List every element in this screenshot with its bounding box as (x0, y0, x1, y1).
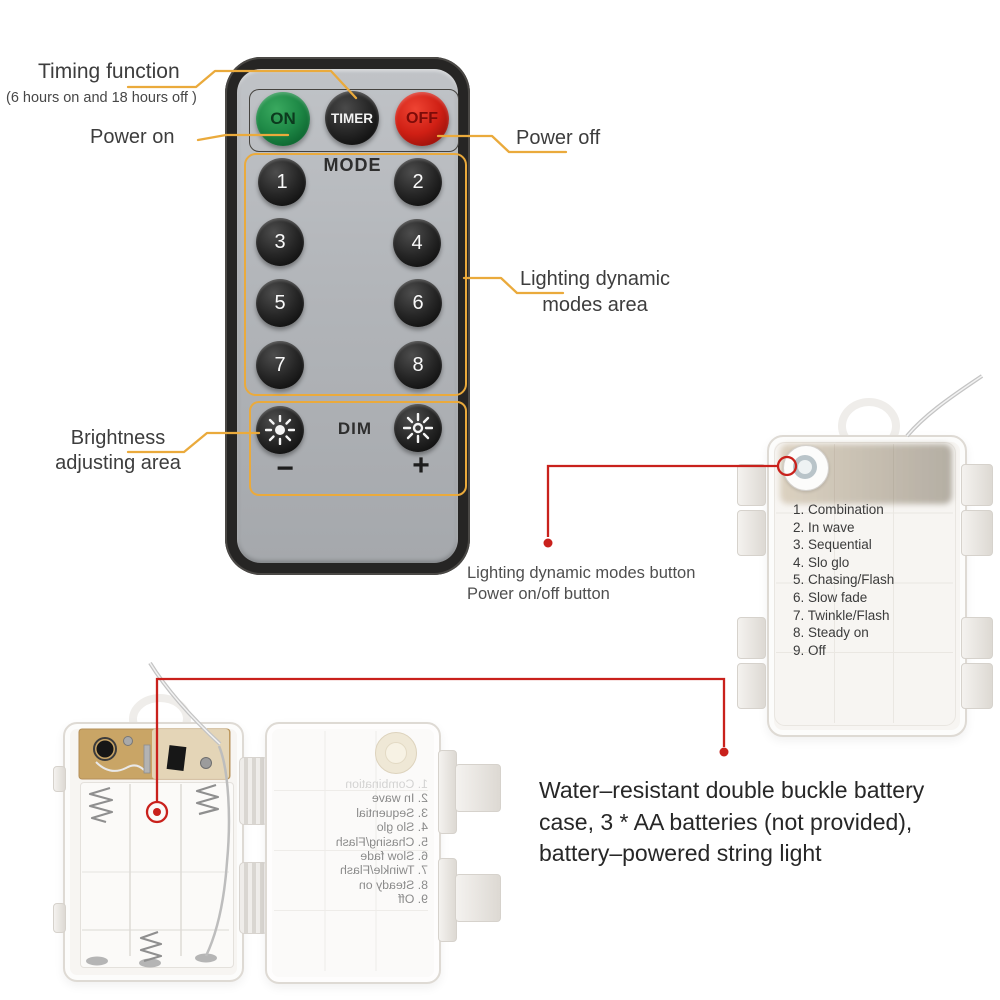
paragraph-dot-marker (719, 747, 729, 757)
mode-button-2-label: 2 (412, 170, 424, 193)
case-left-buckle-top2 (737, 510, 766, 556)
dim-down-button (256, 406, 304, 454)
timing-function-label: Timing function (38, 60, 180, 83)
mirror-mode-item-2: 2. In wave (371, 791, 428, 806)
mode-item-1: 1. Combination (793, 502, 884, 517)
lid-buckle-tab-bottom (455, 874, 501, 922)
mode-button-3: 3 (256, 218, 304, 266)
open-case-left-clip-bottom (53, 903, 66, 933)
brightness-line2: adjusting area (55, 452, 181, 474)
mode-item-5: 5. Chasing/Flash (793, 572, 895, 588)
mode-item-7: 7. Twinkle/Flash (793, 607, 890, 623)
mode-item-9: 9. Off (793, 642, 826, 658)
case-left-buckle-top (737, 464, 766, 506)
caption-line1: Lighting dynamic modes button (467, 564, 696, 582)
case-left-buckle-bottom2 (737, 663, 766, 709)
mode-item-2: 2. In wave (793, 519, 855, 535)
lighting-modes-list: 1. Combination 2. In wave 3. Sequential … (793, 501, 894, 659)
brightness-adjusting-area-label: Brightness adjusting area (43, 426, 193, 476)
mode-button-5: 5 (256, 279, 304, 327)
mirror-mode-item-7: 7. Twinkle/Flash (340, 863, 428, 878)
mode-item-6: 6. Slow fade (793, 589, 868, 605)
hinge-top (239, 757, 268, 825)
mode-button-7-label: 7 (274, 353, 286, 376)
case-right-buckle-bottom (961, 617, 993, 659)
case-right-buckle-top (961, 464, 993, 506)
dim-plus-sign: + (412, 449, 430, 482)
lid-mirrored-modes-list: 1. Combination 2. In wave 3. Sequential … (278, 777, 428, 907)
mode-item-4: 4. Slo glo (793, 554, 850, 570)
case-mode-button-center (798, 460, 812, 474)
mode-button-1-label: 1 (276, 170, 288, 193)
lid-mode-button-center (385, 742, 407, 764)
mirror-mode-item-4: 4. Slo glo (376, 820, 428, 835)
battery-compartment (80, 782, 234, 968)
brightness-line1: Brightness (70, 427, 166, 449)
remote-on-button: ON (256, 92, 310, 146)
mirror-mode-item-8: 8. Steady on (358, 877, 428, 892)
remote-off-button: OFF (395, 92, 449, 146)
timing-function-sublabel: (6 hours on and 18 hours off ) (6, 90, 197, 106)
hinge-bottom (239, 862, 268, 934)
mode-button-8: 8 (394, 341, 442, 389)
mirror-mode-item-9: 9. Off (398, 892, 428, 907)
mirror-mode-item-5: 5. Chasing/Flash (335, 834, 428, 849)
mode-button-4: 4 (393, 219, 441, 267)
power-off-label: Power off (516, 127, 601, 149)
on-button-label: ON (270, 109, 296, 128)
water-resistant-description: Water–resistant double buckle battery ca… (539, 777, 925, 866)
mirror-mode-item-6: 6. Slow fade (360, 849, 428, 864)
sun-dim-icon (265, 415, 295, 445)
mode-button-3-label: 3 (274, 230, 286, 253)
mode-button-7: 7 (256, 341, 304, 389)
case-left-buckle-bottom (737, 617, 766, 659)
mode-button-2: 2 (394, 158, 442, 206)
case-right-buckle-top2 (961, 510, 993, 556)
battery-case-inner-line (774, 442, 956, 726)
modes-button-caption: Lighting dynamic modes button Power on/o… (467, 563, 695, 605)
dim-up-button (394, 404, 442, 452)
sun-bright-icon (403, 413, 433, 443)
off-button-label: OFF (406, 110, 438, 127)
remote-timer-button: TIMER (325, 91, 379, 145)
case-right-buckle-bottom2 (961, 663, 993, 709)
mode-button-4-label: 4 (411, 231, 423, 254)
mode-item-3: 3. Sequential (793, 537, 872, 553)
mode-button-1: 1 (258, 158, 306, 206)
mode-button-6: 6 (394, 279, 442, 327)
open-case-left-clip-top (53, 766, 66, 792)
caption-line2: Power on/off button (467, 585, 610, 603)
modes-area-line2: modes area (542, 294, 648, 316)
dim-area-label: DIM (337, 419, 373, 438)
mode-button-8-label: 8 (412, 353, 424, 376)
power-on-label: Power on (90, 126, 175, 148)
dim-minus-sign: − (276, 452, 294, 485)
lid-buckle-tab-top (455, 764, 501, 812)
mode-button-5-label: 5 (274, 291, 286, 314)
lighting-dynamic-modes-area-label: Lighting dynamic modes area (500, 266, 690, 318)
mode-item-8: 8. Steady on (793, 625, 869, 641)
modes-area-line1: Lighting dynamic (519, 268, 671, 290)
caption-dot-marker (543, 538, 553, 548)
mirror-mode-item-1: 1. Combination (345, 777, 428, 791)
mode-button-6-label: 6 (412, 291, 424, 314)
mirror-mode-item-3: 3. Sequential (356, 805, 428, 820)
mode-area-label: MODE (323, 155, 382, 175)
mode-area-highlight (244, 153, 467, 396)
timer-button-label: TIMER (331, 110, 373, 126)
